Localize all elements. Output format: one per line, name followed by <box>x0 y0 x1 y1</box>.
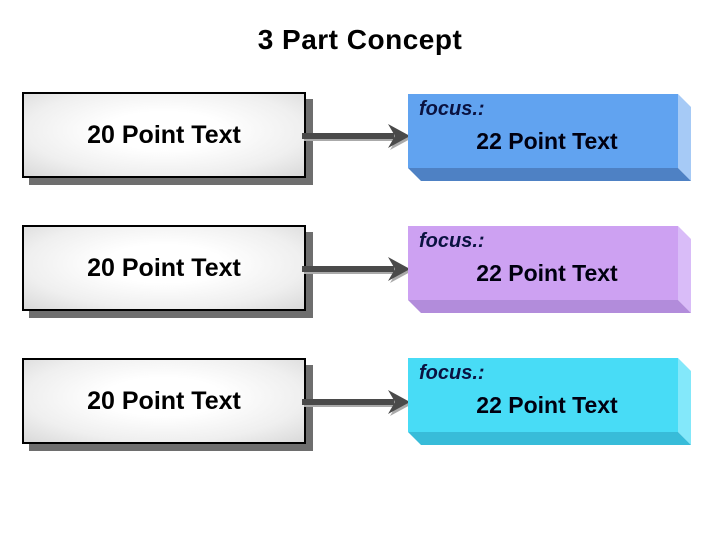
right-arrow-icon <box>302 257 410 281</box>
right-box-3: focus.: 22 Point Text <box>408 358 691 446</box>
right-box-3-focus-label: focus.: <box>419 362 485 384</box>
right-box-1: focus.: 22 Point Text <box>408 94 691 182</box>
slide-title: 3 Part Concept <box>257 24 463 55</box>
right-box-1-label: 22 Point Text <box>476 128 618 154</box>
cube-shape-icon <box>408 94 691 181</box>
right-box-2-label: 22 Point Text <box>476 260 618 286</box>
right-arrow-icon <box>302 124 410 148</box>
right-box-2-focus-label: focus.: <box>419 230 485 252</box>
left-box-3-label: 20 Point Text <box>87 386 241 415</box>
right-box-3-label: 22 Point Text <box>476 392 618 418</box>
right-box-2: focus.: 22 Point Text <box>408 226 691 314</box>
left-box-1: 20 Point Text <box>22 92 306 178</box>
right-box-1-focus-label: focus.: <box>419 98 485 120</box>
cube-shape-icon <box>408 226 691 313</box>
left-box-1-label: 20 Point Text <box>87 120 241 149</box>
left-box-2-label: 20 Point Text <box>87 253 241 282</box>
left-box-2: 20 Point Text <box>22 225 306 311</box>
right-arrow-icon <box>302 390 410 414</box>
cube-shape-icon <box>408 358 691 445</box>
left-box-3: 20 Point Text <box>22 358 306 444</box>
